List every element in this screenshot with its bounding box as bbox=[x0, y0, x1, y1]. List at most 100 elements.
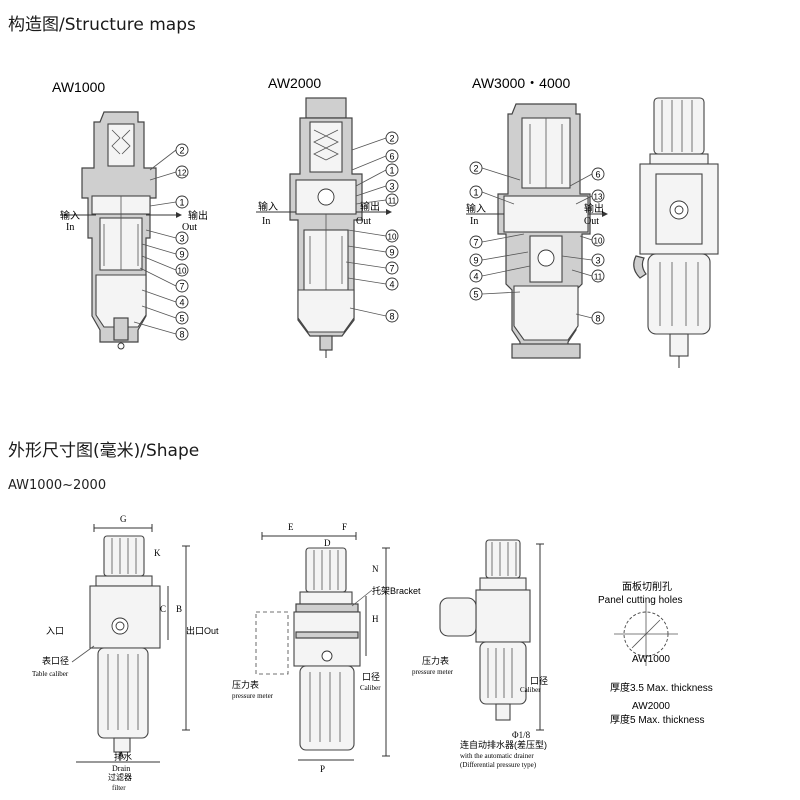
panel-thick-1: 厚度3.5 Max. thickness bbox=[610, 681, 713, 694]
bracket-label: 托架Bracket bbox=[372, 585, 421, 596]
aw2000-callout-5: 11 bbox=[385, 193, 399, 207]
aw1000-callout-10: 8 bbox=[175, 327, 189, 341]
aw1000-callout-4: 3 bbox=[175, 231, 189, 245]
aw2000-callout-10: 8 bbox=[385, 309, 399, 323]
aw1000-callout-1: 2 bbox=[175, 143, 189, 157]
svg-text:1: 1 bbox=[389, 166, 394, 176]
aw3000-title: AW3000・4000 bbox=[472, 75, 571, 91]
svg-text:2: 2 bbox=[389, 134, 394, 144]
svg-text:2: 2 bbox=[473, 164, 478, 174]
svg-text:6: 6 bbox=[389, 152, 394, 162]
aw2000-callout-2: 6 bbox=[385, 149, 399, 163]
aw1000-out-en: Out bbox=[182, 222, 197, 233]
panel-title-cn: 面板切削孔 bbox=[622, 580, 672, 593]
aw1000-callout-5: 9 bbox=[175, 247, 189, 261]
dim-a: A bbox=[118, 750, 125, 760]
aw3000-callout-r4: 3 bbox=[591, 253, 605, 267]
aw3000-callout-l6: 5 bbox=[469, 287, 483, 301]
dim-e: E bbox=[288, 522, 294, 532]
svg-text:3: 3 bbox=[595, 256, 600, 266]
svg-text:5: 5 bbox=[179, 314, 184, 324]
aw3000-out-cn: 输出 bbox=[584, 202, 604, 215]
aw2000-section: AW2000 输入 In 输出 Out bbox=[256, 75, 392, 358]
panel-model-1: AW1000 bbox=[632, 654, 670, 665]
aw2000-in-en: In bbox=[262, 216, 270, 227]
panel-cutting-holes: 面板切削孔 Panel cutting holes AW1000 厚度3.5 M… bbox=[598, 580, 713, 726]
svg-text:1: 1 bbox=[473, 188, 478, 198]
aw3000-callout-l1: 2 bbox=[469, 161, 483, 175]
aw3000-callout-r2: 13 bbox=[591, 189, 605, 203]
aw3000-callout-l2: 1 bbox=[469, 185, 483, 199]
dim-p: P bbox=[320, 764, 325, 774]
aw1000-callout-3: 1 bbox=[175, 195, 189, 209]
dim-h: H bbox=[372, 614, 379, 624]
aw2000-out-cn: 输出 bbox=[360, 200, 380, 213]
panel-model-2: AW2000 bbox=[632, 701, 670, 712]
aw1000-callout-8: 4 bbox=[175, 295, 189, 309]
aw3000-callout-r5: 11 bbox=[591, 269, 605, 283]
aw3000-callout-r3: 10 bbox=[591, 233, 605, 247]
structure-maps-heading: 构造图/Structure maps bbox=[8, 15, 196, 35]
aw3000-callout-l4: 9 bbox=[469, 253, 483, 267]
svg-text:11: 11 bbox=[594, 273, 603, 282]
auto-en2-label: (Differential pressure type) bbox=[460, 761, 537, 769]
aw1000-section: AW1000 输入 In 输出 Out bbox=[52, 79, 208, 350]
svg-text:13: 13 bbox=[594, 193, 603, 202]
svg-text:3: 3 bbox=[179, 234, 184, 244]
inlet-label: 入口 bbox=[46, 626, 64, 636]
gauge-cn-label: 表口径 bbox=[42, 655, 69, 666]
svg-text:12: 12 bbox=[178, 169, 187, 178]
pm-en-label: pressure meter bbox=[232, 692, 274, 700]
aw3000-callout-l3: 7 bbox=[469, 235, 483, 249]
panel-title-en: Panel cutting holes bbox=[598, 595, 683, 606]
aw3000-callout-r1: 6 bbox=[591, 167, 605, 181]
aw3000-in-cn: 输入 bbox=[466, 202, 486, 215]
svg-text:7: 7 bbox=[179, 282, 184, 292]
svg-text:10: 10 bbox=[388, 233, 397, 242]
gauge-en-label: Table caliber bbox=[32, 670, 69, 678]
aw1000-callout-9: 5 bbox=[175, 311, 189, 325]
filter-cn-label: 过滤器 bbox=[108, 772, 132, 782]
dim-g: G bbox=[120, 514, 127, 524]
drain-cn-label: 排水 bbox=[114, 751, 132, 762]
svg-text:10: 10 bbox=[594, 237, 603, 246]
aw1000-callout-7: 7 bbox=[175, 279, 189, 293]
aw3000-out-en: Out bbox=[584, 216, 599, 227]
aw3000-section: AW3000・4000 输入 In 输出 Out bbox=[466, 75, 608, 359]
svg-text:8: 8 bbox=[595, 314, 600, 324]
dim-phi: Φ1/8 bbox=[512, 730, 531, 740]
dimension-drawing-3: 压力表 pressure meter 口径 Caliber Φ1/8 连自动排水… bbox=[412, 539, 548, 769]
aw1000-in-en: In bbox=[66, 222, 74, 233]
svg-text:11: 11 bbox=[388, 197, 397, 206]
svg-text:8: 8 bbox=[389, 312, 394, 322]
aw1000-callout-6: 10 bbox=[175, 263, 189, 277]
panel-thick-2: 厚度5 Max. thickness bbox=[610, 713, 704, 726]
svg-text:5: 5 bbox=[473, 290, 478, 300]
dim-d: D bbox=[324, 538, 331, 548]
svg-text:9: 9 bbox=[179, 250, 184, 260]
svg-text:3: 3 bbox=[389, 182, 394, 192]
dimension-drawing-1: G B C K A 入口 出口Out 表口径 Table caliber 排水 … bbox=[32, 514, 219, 792]
dim-f: F bbox=[342, 522, 347, 532]
svg-text:10: 10 bbox=[178, 267, 187, 276]
aw2000-out-en: Out bbox=[356, 216, 371, 227]
aw2000-callout-1: 2 bbox=[385, 131, 399, 145]
svg-text:2: 2 bbox=[179, 146, 184, 156]
aw2000-callout-7: 9 bbox=[385, 245, 399, 259]
aw3000-callout-r6: 8 bbox=[591, 311, 605, 325]
svg-text:7: 7 bbox=[473, 238, 478, 248]
svg-text:6: 6 bbox=[595, 170, 600, 180]
auto-cn-label: 连自动排水器(差压型) bbox=[460, 739, 547, 750]
filter-en-label: filter bbox=[112, 784, 126, 792]
caliber-en-label: Caliber bbox=[360, 684, 381, 692]
external-view bbox=[633, 97, 719, 368]
pm-cn-label: 压力表 bbox=[232, 679, 259, 690]
caliber2-cn-label: 口径 bbox=[530, 675, 548, 686]
aw3000-in-en: In bbox=[470, 216, 478, 227]
dim-n: N bbox=[372, 564, 379, 574]
aw1000-callout-2: 12 bbox=[175, 165, 189, 179]
auto-en1-label: with the automatic drainer bbox=[460, 752, 534, 760]
dim-b: B bbox=[176, 604, 182, 614]
aw1000-in-cn: 输入 bbox=[60, 209, 80, 222]
